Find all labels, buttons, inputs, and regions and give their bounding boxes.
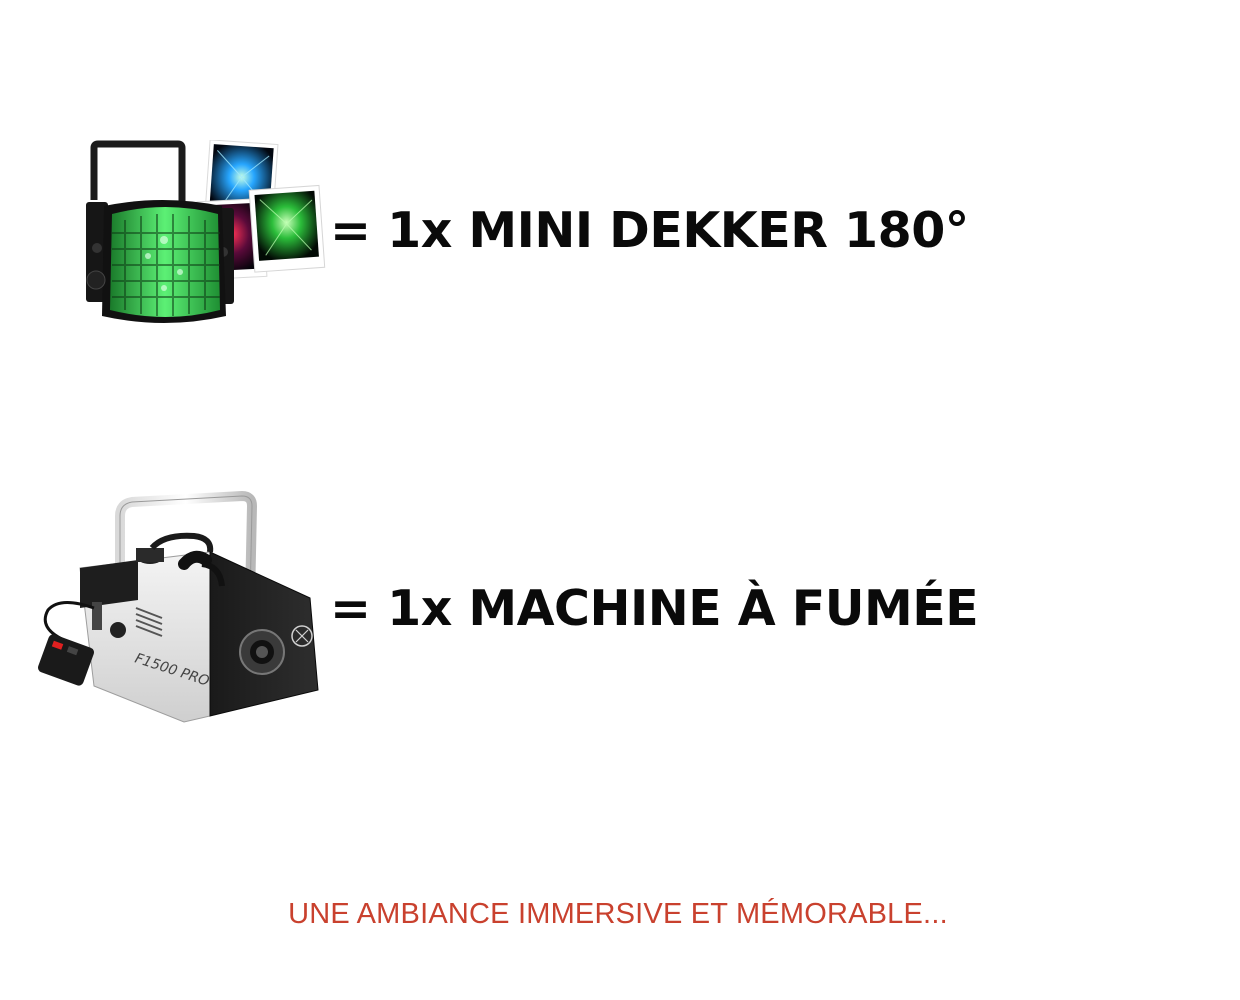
smoke-machine-label: = 1x MACHINE À FUMÉE — [330, 580, 979, 637]
mini-dekker-label: = 1x MINI DEKKER 180° — [330, 202, 969, 259]
tagline: UNE AMBIANCE IMMERSIVE ET MÉMORABLE... — [288, 898, 948, 930]
smoke-machine-image: F1500 PRO — [38, 490, 319, 723]
product-row-mini-dekker: = 1x MINI DEKKER 180° — [0, 140, 1240, 330]
product-row-smoke-machine: F1500 PRO = 1x MACHINE À FUMÉE — [0, 490, 1240, 730]
mini-dekker-light-image — [86, 140, 326, 323]
